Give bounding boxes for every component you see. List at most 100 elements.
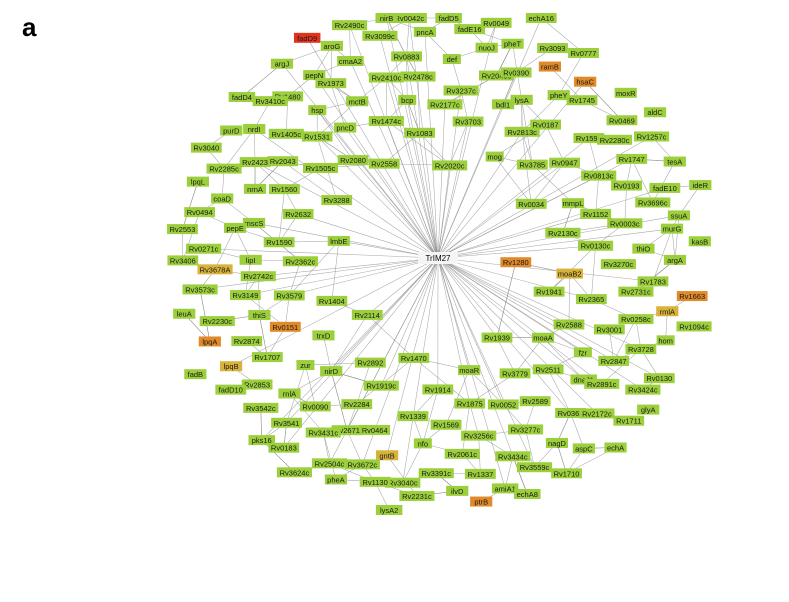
network-node[interactable]: nrnA	[243, 183, 267, 194]
network-node[interactable]: Rv2504c	[311, 458, 348, 469]
network-node[interactable]: Rv2231c	[399, 490, 435, 501]
network-node[interactable]: Rv1405c	[268, 128, 304, 139]
network-node[interactable]: Rv3406	[167, 255, 199, 266]
network-node[interactable]: hom	[656, 335, 675, 346]
network-node[interactable]: aspC	[572, 443, 595, 454]
network-node[interactable]: Rv3672c	[344, 459, 380, 470]
network-node[interactable]: Rv3542c	[243, 402, 279, 413]
network-node[interactable]: fadD9	[293, 32, 321, 43]
network-node[interactable]: Rv0187	[530, 119, 561, 130]
network-node[interactable]: Rv1597	[573, 133, 605, 144]
network-node[interactable]: Rv0130	[643, 373, 675, 384]
network-node[interactable]: Rv0494	[184, 207, 216, 218]
network-node[interactable]: Rv1531	[301, 131, 333, 142]
network-node[interactable]: Rv3099c	[362, 30, 398, 41]
network-node[interactable]: Rv3288	[321, 195, 353, 206]
network-node[interactable]: Rv2588	[553, 319, 585, 330]
network-node[interactable]: Rv0271c	[186, 243, 222, 254]
network-node[interactable]: gntB	[375, 450, 399, 461]
network-node[interactable]: Rv3559c	[516, 462, 553, 473]
network-node[interactable]: pheY	[547, 90, 570, 101]
network-node[interactable]: Rv0883	[391, 51, 422, 62]
network-node[interactable]: kasB	[688, 236, 711, 247]
network-node[interactable]: Rv2177c	[427, 99, 463, 110]
network-node[interactable]: def	[442, 54, 461, 65]
network-node[interactable]: Rv2410c	[368, 72, 404, 83]
network-node[interactable]: Rv2731c	[618, 286, 654, 297]
network-node[interactable]: Rv0151	[269, 321, 301, 332]
network-node[interactable]: Rv1711	[613, 415, 645, 426]
network-node[interactable]: Rv0130c	[578, 240, 614, 251]
network-node[interactable]: Rv0947	[549, 157, 580, 168]
network-node[interactable]: thiO	[632, 243, 655, 254]
network-node[interactable]: cmaA2	[337, 56, 364, 67]
network-node[interactable]: Rv2284	[341, 399, 373, 410]
network-node[interactable]: fadD4	[228, 91, 256, 102]
network-node[interactable]: argJ	[270, 58, 294, 69]
network-node[interactable]: fadD10	[215, 384, 247, 395]
network-node[interactable]: Rv2511	[532, 364, 564, 375]
network-node[interactable]: fadE10	[649, 182, 681, 193]
network-node[interactable]: ideR	[689, 180, 712, 191]
network-node[interactable]: ilvD	[446, 485, 469, 496]
network-node[interactable]: Rv0464	[359, 424, 391, 435]
network-node[interactable]: Rv3728	[625, 344, 657, 355]
network-node[interactable]: mog	[485, 151, 504, 162]
network-node[interactable]: thiS	[248, 310, 271, 321]
network-node[interactable]: Rv2114	[351, 309, 383, 320]
network-node[interactable]: nagD	[545, 437, 569, 448]
network-node[interactable]: nuoJ	[475, 42, 498, 53]
network-node[interactable]: Rv1560	[269, 184, 300, 195]
network-node[interactable]: argA	[663, 254, 687, 265]
network-node[interactable]: Rv0052	[487, 399, 519, 410]
hub-node[interactable]: TrIM27	[418, 252, 458, 264]
network-node[interactable]: moaB2	[556, 268, 583, 279]
network-node[interactable]: Rv1939	[481, 332, 513, 343]
network-node[interactable]: pheT	[501, 38, 524, 49]
network-node[interactable]: Rv2891c	[584, 378, 620, 389]
network-node[interactable]: nfo	[413, 438, 432, 449]
network-node[interactable]: pncD	[334, 122, 357, 133]
network-node[interactable]: lysA2	[375, 504, 403, 515]
network-node[interactable]: lpqL	[186, 176, 210, 187]
network-node[interactable]: Rv1663	[676, 291, 708, 302]
network-node[interactable]: Rv2365	[575, 294, 607, 305]
network-node[interactable]: Rv2589	[519, 396, 551, 407]
network-node[interactable]: purD	[220, 125, 243, 135]
network-node[interactable]: Rv3001	[593, 324, 625, 335]
network-node[interactable]: echA8	[514, 488, 541, 499]
network-node[interactable]: lpqB	[219, 361, 243, 372]
network-node[interactable]: Rv1783	[637, 276, 669, 287]
network-node[interactable]: Rv0034	[515, 198, 547, 209]
network-node[interactable]: Rv3678A	[197, 264, 233, 275]
network-node[interactable]: lipI	[239, 254, 262, 265]
network-node[interactable]: pepE	[223, 222, 247, 233]
network-node[interactable]: bdl1	[491, 99, 515, 110]
network-node[interactable]: Rv0777	[568, 47, 599, 58]
network-node[interactable]: Rv3779	[499, 368, 531, 379]
network-node[interactable]: Rv1747	[616, 153, 648, 164]
network-node[interactable]: pepN	[303, 70, 326, 81]
network-node[interactable]: Rv0003c	[607, 218, 643, 229]
network-node[interactable]: ramB	[538, 61, 562, 72]
network-node[interactable]: aldC	[643, 107, 667, 118]
network-node[interactable]: pheA	[324, 474, 348, 485]
network-node[interactable]: pncA	[413, 26, 437, 37]
network-node[interactable]: Rv1919c	[363, 380, 399, 391]
network-node[interactable]: Rv1339	[397, 411, 429, 422]
network-node[interactable]: Rv2553	[167, 224, 198, 235]
network-node[interactable]: coaD	[211, 193, 234, 204]
network-node[interactable]: Rv1875	[454, 398, 486, 409]
network-node[interactable]: Rv3703	[452, 116, 484, 127]
network-node[interactable]: Rv0042c	[391, 13, 427, 23]
network-node[interactable]: Rv1590	[263, 237, 295, 248]
network-node[interactable]: Rv1130	[359, 476, 391, 487]
network-node[interactable]: dnaJ1	[570, 374, 597, 385]
network-node[interactable]: Rv2813c	[504, 126, 540, 137]
network-node[interactable]: Rv3040c	[385, 477, 421, 488]
network-node[interactable]: Rv1941	[533, 286, 565, 297]
network-node[interactable]: Rv3277c	[508, 424, 544, 435]
network-node[interactable]: Rv1094c	[676, 321, 712, 332]
network-node[interactable]: Rv0813c	[581, 170, 617, 181]
network-node[interactable]: fadB	[184, 369, 207, 380]
